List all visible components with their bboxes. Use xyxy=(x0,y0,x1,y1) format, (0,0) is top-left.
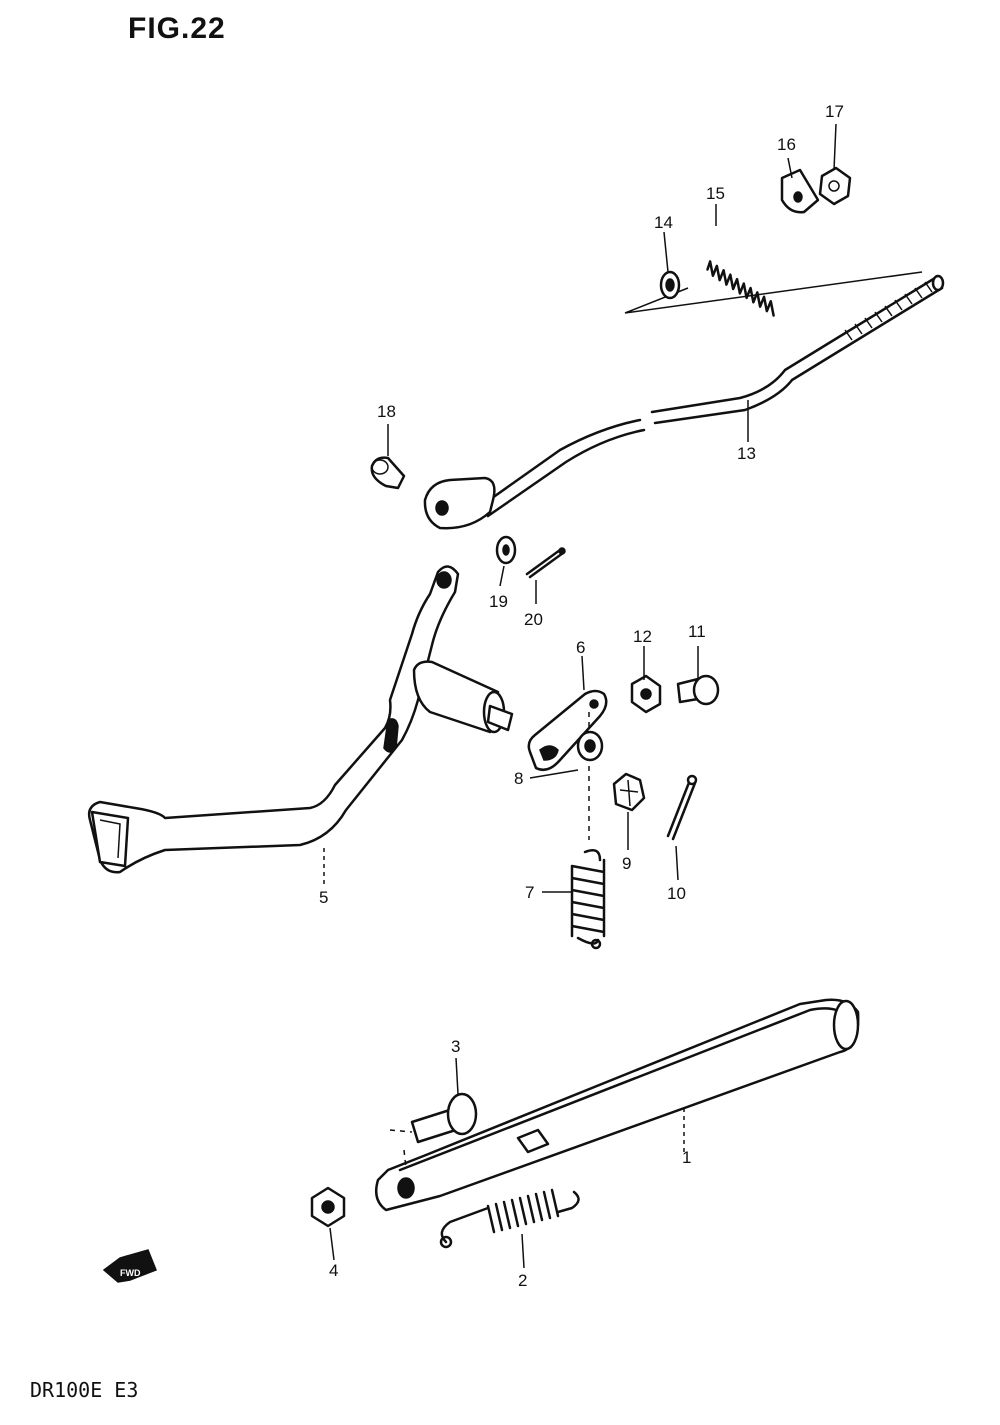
callout-18: 18 xyxy=(377,402,396,421)
rod-upper-segment xyxy=(650,276,937,414)
callout-5: 5 xyxy=(319,888,328,907)
callout-13: 13 xyxy=(737,444,756,463)
nut-12 xyxy=(630,674,662,714)
leader-lines xyxy=(323,123,837,1269)
brake-pedal xyxy=(87,565,514,874)
lever-plate-6 xyxy=(527,689,608,771)
rod-upper-segment-edge xyxy=(653,286,944,425)
callout-8: 8 xyxy=(514,769,523,788)
callout-16: 16 xyxy=(777,135,796,154)
spring-7 xyxy=(570,849,606,950)
callout-2: 2 xyxy=(518,1271,527,1290)
bolt-3 xyxy=(410,1092,478,1144)
callout-7: 7 xyxy=(525,883,534,902)
spring-hook-pin xyxy=(516,1128,550,1154)
spring-15 xyxy=(706,260,775,317)
rod-clevis xyxy=(423,476,496,530)
bolt-alignment xyxy=(389,1129,413,1169)
callout-6: 6 xyxy=(576,638,585,657)
clevis-hole xyxy=(435,500,449,516)
callout-4: 4 xyxy=(329,1261,338,1280)
pedal-body xyxy=(87,565,460,874)
figure-title: FIG.22 xyxy=(128,12,226,45)
side-stand-foot xyxy=(832,999,860,1051)
pivot-shaft-tip xyxy=(486,704,514,732)
pedal-foot-pad xyxy=(90,810,130,868)
side-stand-pivot-hole xyxy=(397,1177,415,1199)
rod-lower-segment-edge xyxy=(486,428,646,518)
rod-end xyxy=(931,274,945,292)
callout-3: 3 xyxy=(451,1037,460,1056)
washer-14 xyxy=(659,270,681,300)
callout-1: 1 xyxy=(682,1148,691,1167)
rod-lower-segment xyxy=(476,418,642,510)
callout-9: 9 xyxy=(622,854,631,873)
pedal-pad-detail xyxy=(99,819,121,859)
cotter-pin-20 xyxy=(525,547,566,579)
nut-17 xyxy=(818,166,852,206)
washer-19 xyxy=(495,535,517,565)
forward-arrow-icon: FWD xyxy=(102,1249,157,1283)
callout-17: 17 xyxy=(825,102,844,121)
castle-nut-9 xyxy=(612,772,646,812)
nut-4 xyxy=(310,1186,346,1228)
joint-16 xyxy=(780,168,820,214)
callout-10: 10 xyxy=(667,884,686,903)
side-stand xyxy=(375,998,860,1212)
callout-12: 12 xyxy=(633,627,652,646)
callout-11: 11 xyxy=(688,622,706,641)
washer-8 xyxy=(576,730,604,762)
callout-20: 20 xyxy=(524,610,543,629)
pedal-slot xyxy=(383,718,399,753)
rod-thread xyxy=(844,281,933,341)
brake-rod xyxy=(423,274,945,530)
bolt-11 xyxy=(676,674,720,706)
model-code: DR100E E3 xyxy=(30,1378,139,1402)
fwd-text: FWD xyxy=(120,1268,141,1278)
callout-15: 15 xyxy=(706,184,725,203)
callout-14: 14 xyxy=(654,213,673,232)
pedal-top-hole xyxy=(436,571,452,589)
cotter-pin-10 xyxy=(666,774,698,841)
pin-18 xyxy=(370,456,406,490)
callout-19: 19 xyxy=(489,592,508,611)
spring-2 xyxy=(439,1188,580,1249)
